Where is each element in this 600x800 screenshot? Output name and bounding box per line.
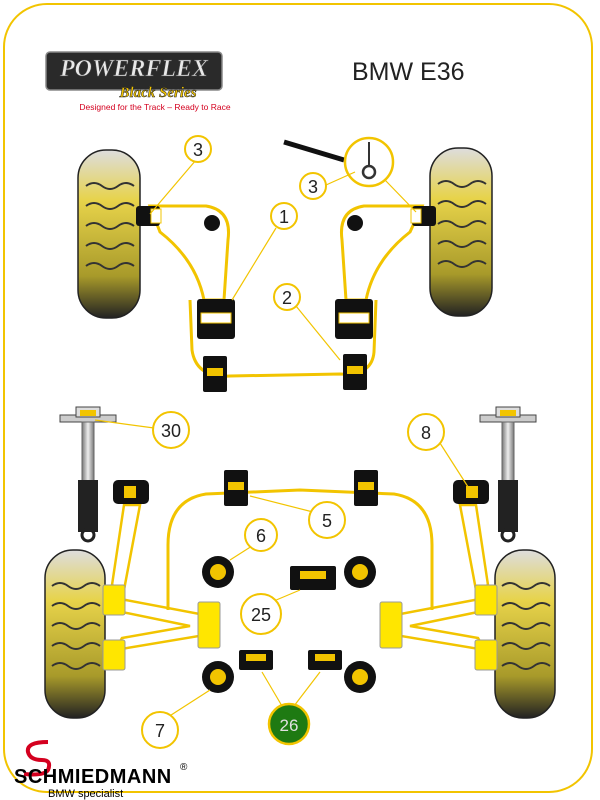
bush-25 bbox=[290, 566, 336, 590]
brand-title: POWERFLEX bbox=[59, 56, 209, 82]
border-frame bbox=[3, 3, 593, 793]
top-mount-inset bbox=[283, 136, 417, 213]
schmiedmann-logo: Schmiedmann ® BMW specialist bbox=[8, 738, 238, 800]
model-title: BMW E36 bbox=[352, 58, 465, 86]
svg-text:5: 5 bbox=[322, 511, 332, 531]
svg-text:8: 8 bbox=[421, 423, 431, 443]
callout-30: 30 bbox=[152, 411, 190, 449]
callout-8: 8 bbox=[407, 413, 445, 451]
callout-2: 2 bbox=[273, 283, 301, 311]
svg-text:26: 26 bbox=[280, 716, 299, 735]
rear-upper-links bbox=[110, 480, 490, 592]
callout-26: 26 bbox=[267, 702, 311, 746]
callout-3-right: 3 bbox=[299, 172, 327, 200]
rear-right-shock bbox=[479, 406, 537, 543]
brand-tagline: Designed for the Track – Ready to Race bbox=[79, 102, 230, 112]
brand-series: Black Series bbox=[118, 85, 196, 101]
svg-text:3: 3 bbox=[308, 177, 318, 197]
rear-left-wheel bbox=[44, 549, 106, 719]
company-name: Schmiedmann bbox=[14, 766, 172, 788]
rear-left-shock bbox=[59, 406, 117, 543]
front-leader-lines bbox=[149, 159, 356, 361]
rear-left-arms bbox=[102, 584, 221, 671]
svg-text:1: 1 bbox=[279, 207, 289, 227]
svg-text:25: 25 bbox=[251, 605, 271, 625]
callout-5: 5 bbox=[308, 501, 346, 539]
callout-25: 25 bbox=[240, 593, 282, 635]
company-subtitle: BMW specialist bbox=[48, 788, 124, 800]
front-arb-bush-right bbox=[343, 354, 367, 390]
front-arb-bush-left bbox=[203, 356, 227, 392]
callout-6: 6 bbox=[244, 518, 278, 552]
svg-text:6: 6 bbox=[256, 526, 266, 546]
bush-6 bbox=[202, 556, 376, 588]
s-swoosh-icon bbox=[23, 740, 52, 777]
front-anti-roll-bar bbox=[188, 299, 378, 378]
registered-mark: ® bbox=[180, 762, 188, 773]
rear-leader-lines bbox=[94, 419, 471, 718]
bush-7 bbox=[202, 661, 376, 693]
front-right-control-arm bbox=[335, 204, 436, 339]
callout-3-left: 3 bbox=[184, 135, 212, 163]
rear-arb-bush-right bbox=[354, 470, 378, 506]
rear-anti-roll-bar bbox=[166, 488, 434, 610]
svg-text:30: 30 bbox=[161, 421, 181, 441]
front-left-control-arm bbox=[136, 204, 235, 339]
rear-right-arms bbox=[379, 584, 498, 671]
callout-1: 1 bbox=[270, 202, 298, 230]
rear-right-wheel bbox=[494, 549, 556, 719]
powerflex-logo: POWERFLEX Black Series Designed for the … bbox=[45, 51, 231, 112]
front-right-wheel bbox=[429, 147, 493, 317]
svg-text:2: 2 bbox=[282, 288, 292, 308]
callout-7: 7 bbox=[141, 711, 179, 749]
svg-text:3: 3 bbox=[193, 140, 203, 160]
svg-text:7: 7 bbox=[155, 721, 165, 741]
rear-arb-bush-left bbox=[224, 470, 248, 506]
front-left-wheel bbox=[77, 149, 141, 319]
bush-26-pair bbox=[239, 650, 342, 670]
